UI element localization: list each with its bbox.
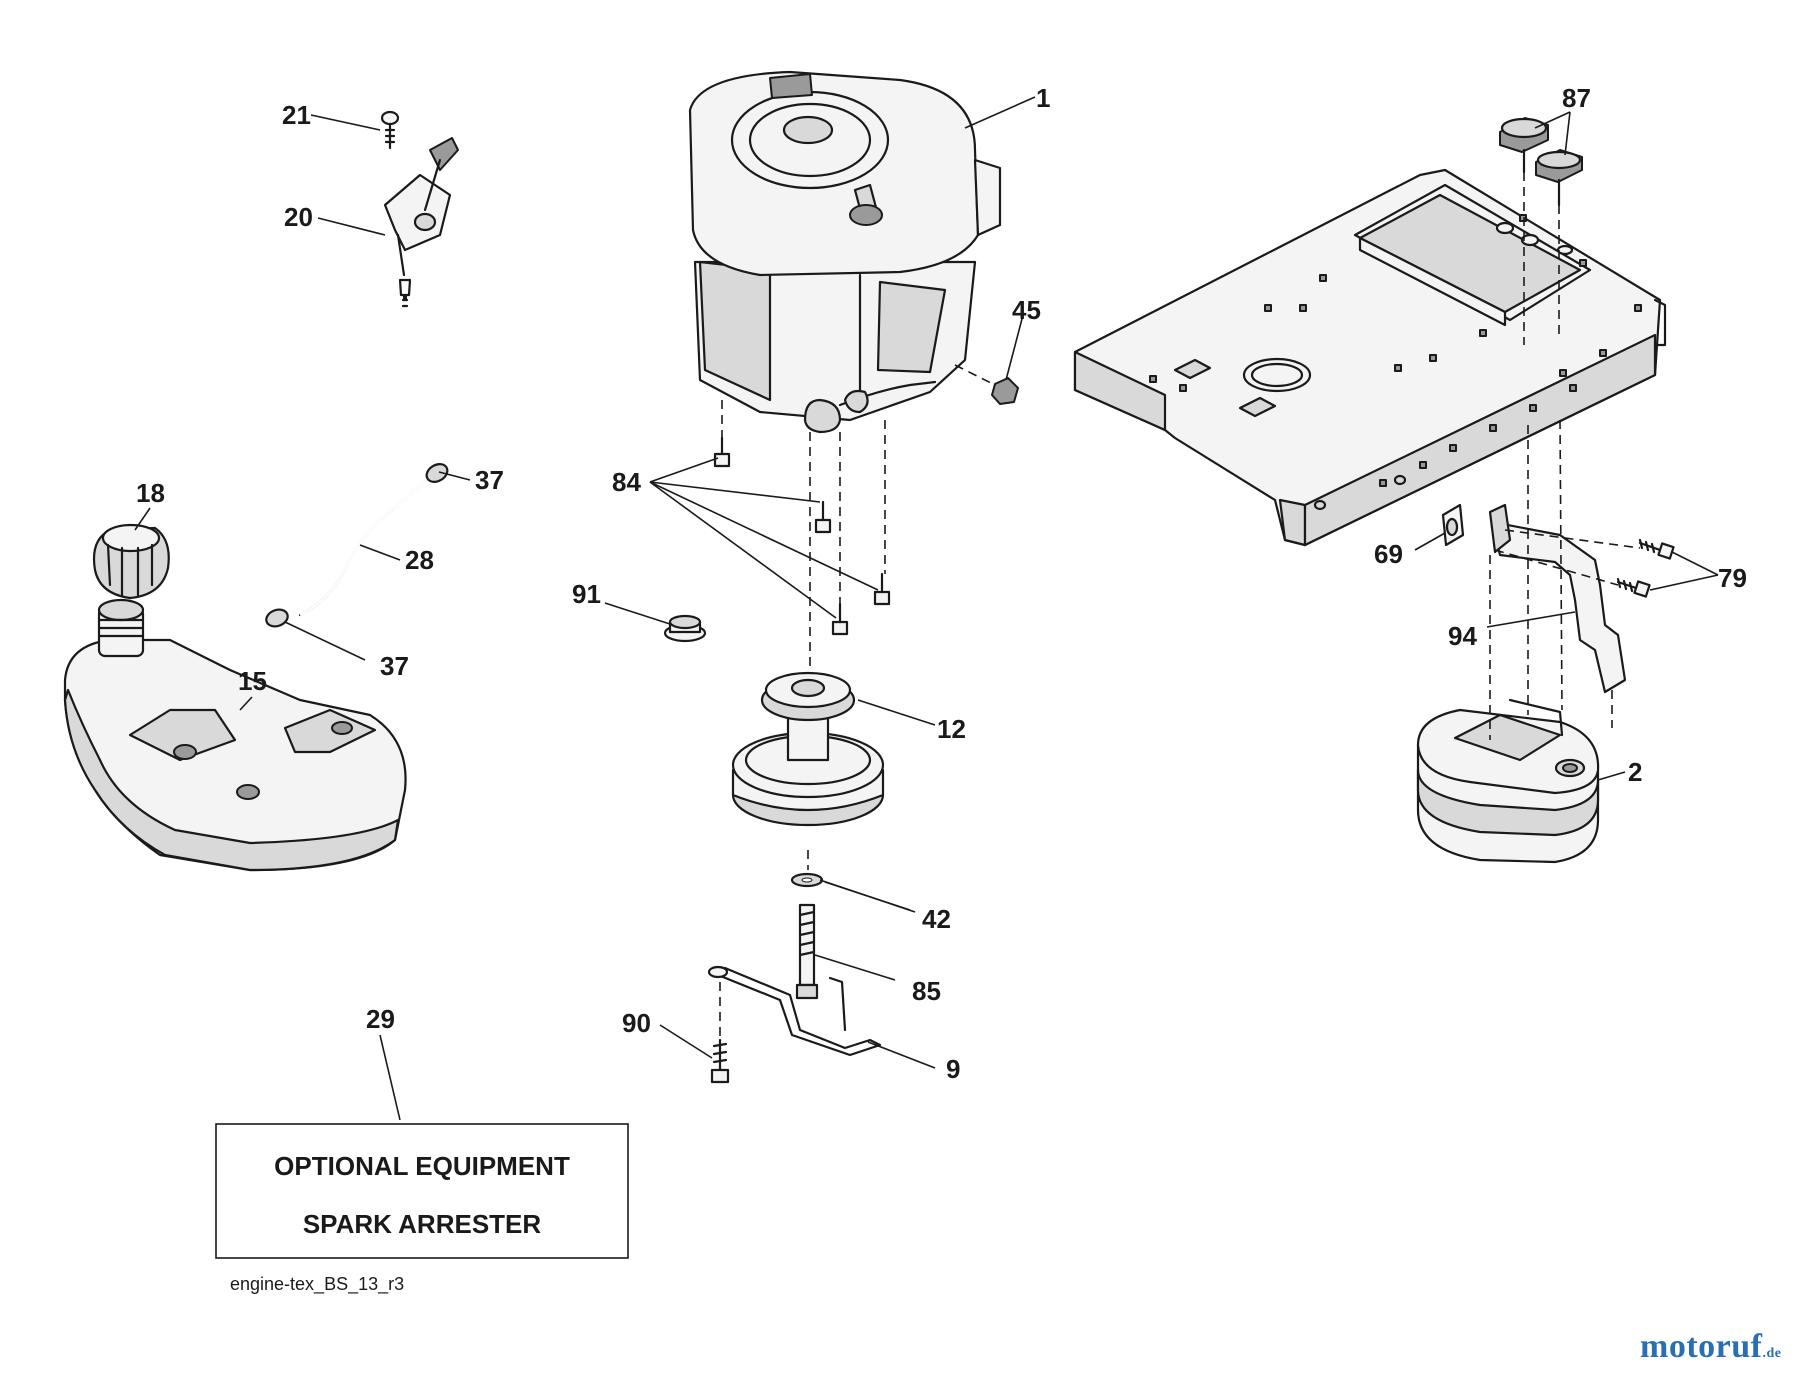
callout-45: 45 bbox=[1012, 295, 1041, 325]
fuel-cap-part bbox=[92, 523, 170, 600]
callouts: 1 2 9 12 15 18 20 21 28 29 37 37 42 45 6… bbox=[136, 83, 1747, 1084]
spacer-part bbox=[663, 614, 707, 643]
nut-part bbox=[991, 377, 1019, 405]
callout-90: 90 bbox=[622, 1008, 651, 1038]
callout-2: 2 bbox=[1628, 757, 1642, 787]
callout-28: 28 bbox=[405, 545, 434, 575]
optional-equipment-label: OPTIONAL EQUIPMENT bbox=[274, 1151, 570, 1181]
frame-part bbox=[1073, 168, 1667, 547]
assembly-lines bbox=[719, 172, 1641, 1040]
muffler-part bbox=[1416, 698, 1600, 864]
callout-12: 12 bbox=[937, 714, 966, 744]
watermark-tld: .de bbox=[1762, 1346, 1782, 1361]
callout-37-bottom: 37 bbox=[380, 651, 409, 681]
callout-42: 42 bbox=[922, 904, 951, 934]
spark-arrester-label: SPARK ARRESTER bbox=[303, 1209, 542, 1239]
throttle-control-part bbox=[380, 110, 459, 308]
belt-guide-part bbox=[707, 965, 882, 1057]
callout-85: 85 bbox=[912, 976, 941, 1006]
callout-87: 87 bbox=[1562, 83, 1591, 113]
exhaust-pipe-part bbox=[1488, 503, 1627, 694]
callout-29: 29 bbox=[366, 1004, 395, 1034]
watermark-brand: motoruf bbox=[1640, 1328, 1763, 1365]
callout-91: 91 bbox=[572, 579, 601, 609]
gasket-part bbox=[1441, 503, 1465, 547]
callout-15: 15 bbox=[238, 666, 267, 696]
watermark-logo: motoruf.de bbox=[1640, 1328, 1781, 1366]
callout-84: 84 bbox=[612, 467, 641, 497]
knob-bolts-part bbox=[1499, 117, 1583, 207]
fuel-tank-part bbox=[63, 598, 407, 872]
leader-lines bbox=[134, 96, 1719, 1121]
callout-79: 79 bbox=[1718, 563, 1747, 593]
callout-9: 9 bbox=[946, 1054, 960, 1084]
exhaust-bolts-part bbox=[1616, 538, 1675, 598]
washer-part bbox=[790, 872, 824, 888]
callout-69: 69 bbox=[1374, 539, 1403, 569]
bracket-bolt-part bbox=[710, 1038, 730, 1084]
fuel-hose-part bbox=[265, 463, 449, 628]
center-bolt-part bbox=[795, 903, 819, 1000]
engine-part bbox=[688, 70, 1002, 434]
callout-94: 94 bbox=[1448, 621, 1477, 651]
drawing-reference-code: engine-tex_BS_13_r3 bbox=[230, 1274, 405, 1294]
pulley-part bbox=[731, 671, 885, 827]
callout-1: 1 bbox=[1036, 83, 1050, 113]
callout-37-top: 37 bbox=[475, 465, 504, 495]
callout-18: 18 bbox=[136, 478, 165, 508]
callout-20: 20 bbox=[284, 202, 313, 232]
optional-equipment-box: OPTIONAL EQUIPMENT SPARK ARRESTER bbox=[215, 1123, 629, 1259]
callout-21: 21 bbox=[282, 100, 311, 130]
engine-bolts-part bbox=[713, 436, 891, 636]
